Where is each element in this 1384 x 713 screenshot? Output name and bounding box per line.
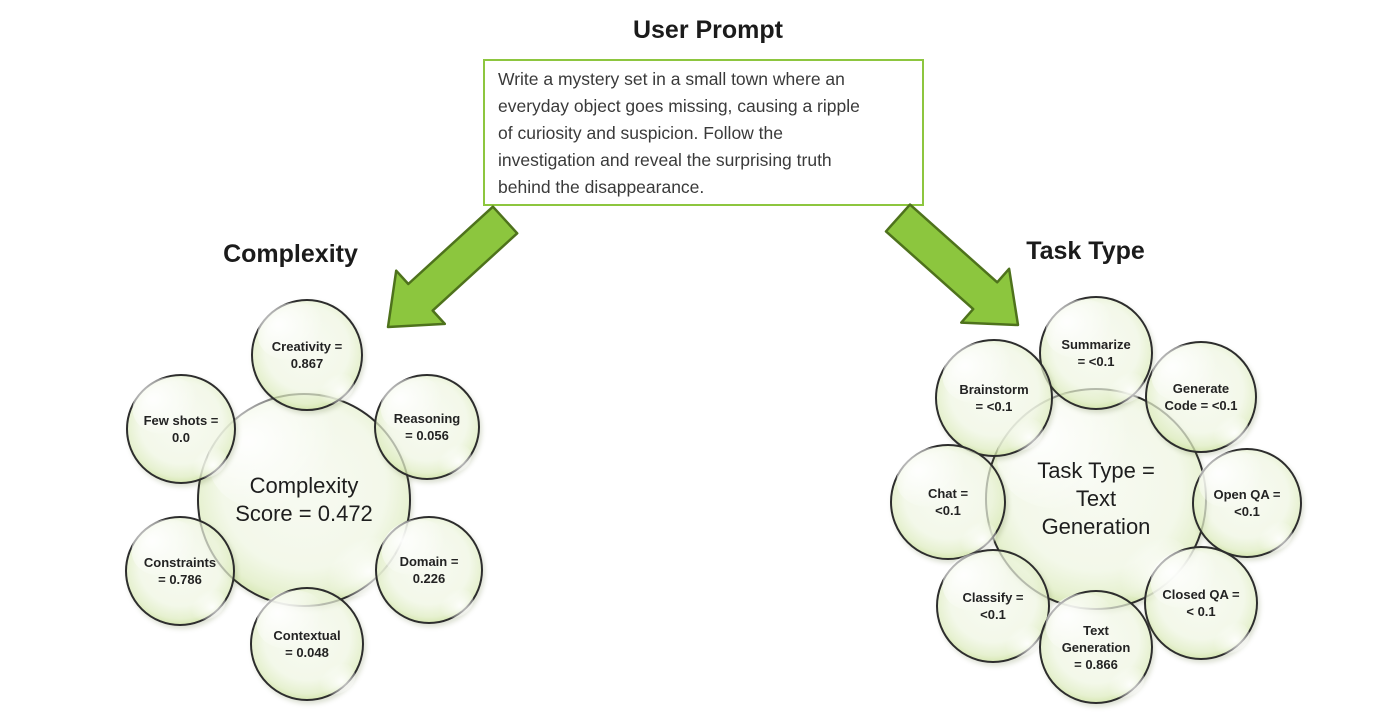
complexity-title: Complexity (223, 240, 358, 268)
arrow-to-complexity (386, 205, 519, 329)
bubble-label: Open QA = <0.1 (1213, 487, 1281, 519)
bubble-creativity: Creativity = 0.867 (251, 299, 363, 411)
user-prompt-text: Write a mystery set in a small town wher… (498, 69, 860, 197)
user-prompt-box: Write a mystery set in a small town wher… (483, 59, 924, 206)
bubble-label: Constraints = 0.786 (143, 555, 217, 587)
bubble-constraints: Constraints = 0.786 (125, 516, 235, 626)
bubble-closed-qa: Closed QA = < 0.1 (1144, 546, 1258, 660)
bubble-label: Task Type = Text Generation (1037, 458, 1155, 539)
bubble-label: Contextual = 0.048 (273, 628, 341, 660)
bubble-summarize: Summarize = <0.1 (1039, 296, 1153, 410)
user-prompt-title: User Prompt (632, 16, 784, 44)
bubble-few-shots: Few shots = 0.0 (126, 374, 236, 484)
bubble-reasoning: Reasoning = 0.056 (374, 374, 480, 480)
bubble-brainstorm: Brainstorm = <0.1 (935, 339, 1053, 457)
bubble-label: Brainstorm = <0.1 (959, 382, 1029, 414)
bubble-text-generation: Text Generation = 0.866 (1039, 590, 1153, 704)
bubble-generate-code: Generate Code = <0.1 (1145, 341, 1257, 453)
arrow-to-task-type (884, 203, 1020, 327)
bubble-label: Summarize = <0.1 (1061, 337, 1131, 369)
bubble-label: Creativity = 0.867 (271, 339, 343, 371)
bubble-domain: Domain = 0.226 (375, 516, 483, 624)
bubble-label: Reasoning = 0.056 (393, 411, 461, 443)
bubble-label: Domain = 0.226 (399, 554, 459, 586)
bubble-classify: Classify = <0.1 (936, 549, 1050, 663)
bubble-label: Classify = <0.1 (962, 590, 1024, 622)
bubble-open-qa: Open QA = <0.1 (1192, 448, 1302, 558)
bubble-label: Generate Code = <0.1 (1164, 381, 1238, 413)
task-type-title: Task Type (1026, 237, 1145, 265)
bubble-chat: Chat = <0.1 (890, 444, 1006, 560)
bubble-label: Few shots = 0.0 (143, 413, 219, 445)
bubble-label: Text Generation = 0.866 (1061, 622, 1131, 672)
bubble-label: Closed QA = < 0.1 (1162, 587, 1240, 619)
bubble-contextual: Contextual = 0.048 (250, 587, 364, 701)
bubble-label: Chat = <0.1 (927, 486, 969, 518)
bubble-label: Complexity Score = 0.472 (235, 473, 373, 526)
